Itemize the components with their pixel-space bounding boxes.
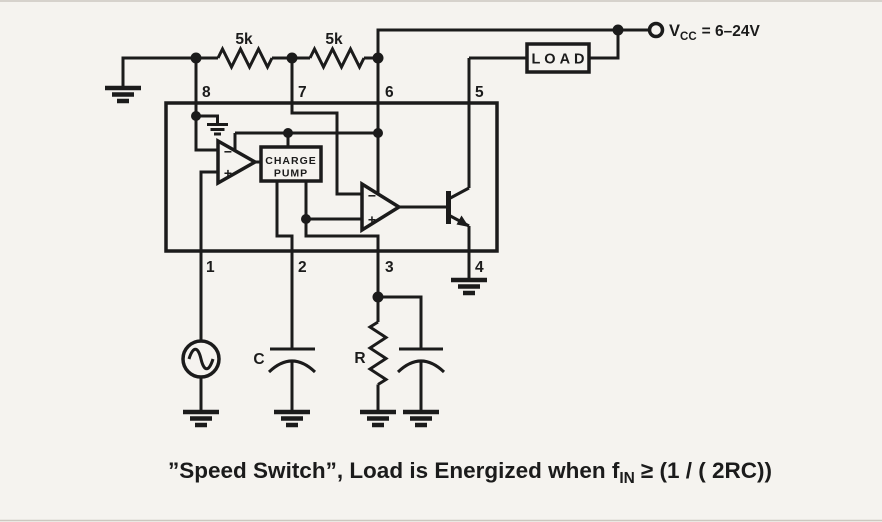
filter-capacitor-ground [403,412,439,425]
resistor-label: R [354,350,365,367]
load-box [525,42,591,74]
resistor-5k-right-label: 5k [325,31,343,48]
ic-outline [164,101,499,253]
emitter-arrow-icon [456,215,469,227]
sine-icon [187,347,215,371]
resistor-5k-right [308,45,366,71]
pin-label-6: 6 [385,84,394,101]
pin2-wire [275,181,294,349]
charge-pump-label-1: CHARGE [265,155,317,167]
charge-pump-label-2: PUMP [274,168,308,180]
capacitor-label: C [253,351,264,368]
source-ground [183,412,219,425]
pin1-wire [199,170,218,412]
comparator [360,180,403,234]
pin7-wire [290,58,362,196]
pin-label-2: 2 [298,259,307,276]
resistor-5k-left [216,45,274,71]
caption-part2: ≥ (1 / ( 2RC)) [641,458,772,483]
timing-capacitor [267,347,317,412]
capacitor-ground [274,412,310,425]
resistor-5k-left-label: 5k [235,31,253,48]
vcc-label-value: = 6–24V [702,23,761,40]
input-amp [216,137,259,187]
pin-label-3: 3 [385,259,394,276]
signal-source [181,339,221,379]
pin-label-4: 4 [475,259,484,276]
load-wires [469,30,620,60]
internal-ground [207,123,228,136]
resistor-R [367,320,389,412]
comparator-minus-sign: − [368,188,376,204]
pin-label-5: 5 [475,84,484,101]
filter-capacitor [396,347,446,412]
vcc-label-v: V [669,22,680,40]
top-left-ground [105,56,196,101]
pin-label-8: 8 [202,84,211,101]
pin8-wire [194,58,219,152]
pin4-ground [451,280,487,293]
input-amp-plus-sign: + [224,165,232,181]
load-label: LOAD [531,52,588,68]
vcc-rail [376,28,649,58]
caption: ”Speed Switch”, Load is Energized when f… [168,458,772,487]
vcc-terminal-icon [647,21,665,39]
pin-label-7: 7 [298,84,307,101]
comparator-plus-sign: + [368,212,376,228]
vcc-label-sub: CC [680,31,697,43]
input-amp-minus-sign: − [224,144,232,160]
pin-label-1: 1 [206,259,215,276]
vcc-label: VCC = 6–24V [669,22,760,43]
resistor-ground [360,412,396,425]
caption-part1: ”Speed Switch”, Load is Energized when f [168,458,620,483]
caption-sub: IN [619,470,635,487]
charge-pump-box [259,145,323,183]
output-transistor [446,186,470,228]
junction-dots [190,24,624,303]
